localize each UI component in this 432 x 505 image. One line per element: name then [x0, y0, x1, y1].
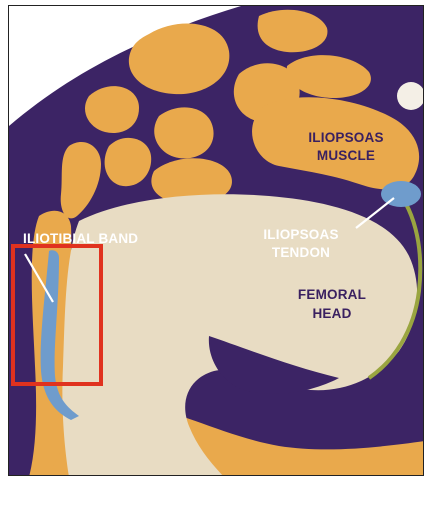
iliopsoas-muscle-label-line1: ILIOPSOAS [308, 130, 383, 145]
femoral-head-label-line2: HEAD [312, 306, 351, 321]
iliotibial-band-label: ILIOTIBIAL BAND [23, 231, 138, 246]
iliopsoas-tendon-label-line2: TENDON [272, 245, 330, 260]
hip-cross-section-diagram: ILIOPSOAS MUSCLE ILIOPSOAS TENDON ILIOTI… [9, 6, 424, 476]
anatomy-illustration: ILIOPSOAS MUSCLE ILIOPSOAS TENDON ILIOTI… [8, 5, 424, 476]
femoral-head-label-line1: FEMORAL [298, 287, 366, 302]
vessel-shape [397, 82, 424, 110]
iliopsoas-tendon-label-line1: ILIOPSOAS [263, 227, 338, 242]
iliopsoas-muscle-label-line2: MUSCLE [317, 148, 375, 163]
